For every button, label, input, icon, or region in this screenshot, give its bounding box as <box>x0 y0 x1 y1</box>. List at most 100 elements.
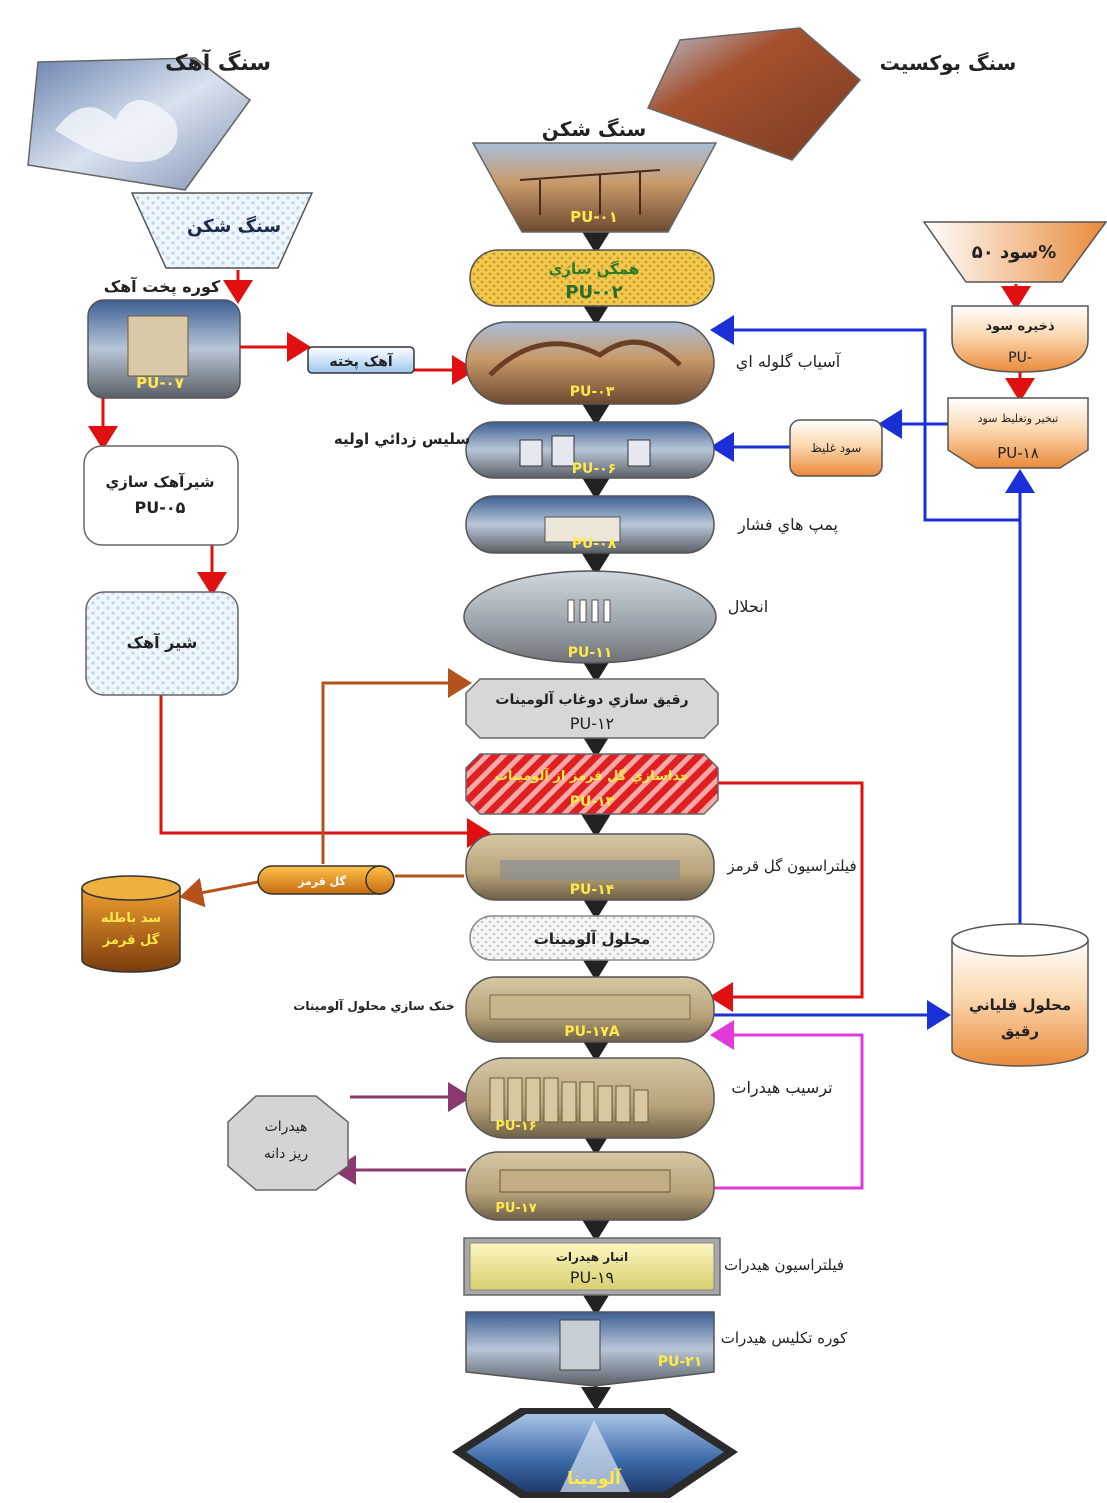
dilute-liquor-top <box>951 923 1089 957</box>
aluminate-solution: محلول آلومينات <box>469 915 715 961</box>
cooling-code: PU-۱۷A <box>564 1024 620 1040</box>
alumina: آلومينا <box>452 1408 738 1498</box>
evaporation-code: PU-۱۸ <box>997 444 1039 462</box>
classifier-building-icon <box>499 1169 671 1193</box>
silos-icon <box>489 1077 649 1123</box>
alumina-label: آلومينا <box>567 1467 622 1489</box>
dilution-label: رقيق سازي دوغاب آلومينات <box>495 690 688 709</box>
homogenization: همگن سازي PU-۰۲ <box>469 249 715 307</box>
settling: جداسازي گل قرمز از آلومينات PU-۱۳ <box>465 753 719 815</box>
slaking-shape <box>83 445 239 546</box>
pressure-pumps: PU-۰۸ پمپ هاي فشار <box>465 495 838 554</box>
pressure-pumps-code: PU-۰۸ <box>572 536 617 552</box>
calcination-code: PU-۲۱ <box>658 1354 703 1370</box>
bauxite-photo <box>646 27 862 161</box>
kiln-structure-icon <box>127 315 189 377</box>
alumina-pile-icon <box>560 1420 630 1492</box>
quicklime: آهک پخته <box>307 346 415 374</box>
ball-mill-photo <box>465 321 715 405</box>
cooling: PU-۱۷A خنک سازي محلول آلومينات <box>293 976 715 1043</box>
pump-building-icon <box>544 516 621 543</box>
bauxite-source: سنگ بوکسیت <box>646 27 1017 161</box>
hydrate-storage-shape <box>469 1242 715 1291</box>
red-mud-pipe: گل قرمز <box>257 865 395 895</box>
arrow-recycle-mill <box>710 315 1020 522</box>
red-mud-dam: سد باطله گل قرمز <box>81 875 181 973</box>
calciner-tower-icon <box>559 1319 601 1371</box>
precipitation-code: PU-۱۶ <box>495 1119 536 1134</box>
slaking-code: PU-۰۵ <box>135 498 186 517</box>
concentrated-soda: سود غليظ <box>789 419 883 477</box>
arrow-pipe-dam <box>179 877 259 908</box>
homogenization-label: همگن سازي <box>549 260 640 279</box>
soda-storage-shape <box>951 305 1089 373</box>
milk-of-lime: شير آهک <box>85 591 239 696</box>
homogenization-shape <box>469 249 715 307</box>
fine-hydrate-shape <box>227 1095 349 1191</box>
ball-mill: PU-۰۳ آسياب گلوله اي <box>465 321 842 405</box>
precipitation-label: ترسيب هيدرات <box>731 1078 832 1098</box>
red-mud-dam-label-1: سد باطله <box>101 911 161 926</box>
dilute-liquor-body <box>951 940 1089 1067</box>
limestone-source: سنگ آهک <box>27 48 271 191</box>
dilute-liquor-label-2: رقيق <box>1001 1022 1039 1040</box>
quicklime-label: آهک پخته <box>329 352 393 370</box>
main-crusher-photo <box>471 142 718 233</box>
main-crusher-code: PU-۰۱ <box>570 208 618 226</box>
red-mud-dam-body <box>81 888 181 973</box>
desilication-code: PU-۰۶ <box>572 461 617 477</box>
arrow-class-cooling <box>710 1020 864 1190</box>
mill-drum-icon <box>488 339 682 377</box>
ball-mill-label: آسياب گلوله اي <box>736 352 842 372</box>
hydrate-filtration-label: فيلتراسيون هيدرات <box>724 1256 844 1274</box>
ball-mill-code: PU-۰۳ <box>570 384 615 400</box>
slaking: شیرآهک سازي PU-۰۵ <box>83 445 239 546</box>
aluminate-solution-shape <box>469 915 715 961</box>
calcination: PU-۲۱ کوره تکليس هيدرات <box>465 1311 848 1387</box>
milk-of-lime-shape <box>85 591 239 696</box>
digester-columns-icon <box>567 599 611 623</box>
soda-storage-label: ذخيره سود <box>985 319 1055 334</box>
aluminate-solution-label: محلول آلومينات <box>534 930 650 948</box>
bauxite-label: سنگ بوکسیت <box>880 51 1017 75</box>
desilication: PU-۰۶ سليس زدائي اوليه <box>334 421 715 479</box>
lime-crusher-label: سنگ شکن <box>187 215 281 237</box>
cooling-building-icon <box>489 994 691 1020</box>
dilute-liquor-label-1: محلول قلياني <box>969 996 1071 1014</box>
precipitation: PU-۱۶ ترسيب هيدرات <box>465 1057 833 1139</box>
soda-feed-shape <box>922 221 1107 283</box>
digestion: PU-۱۱ انحلال <box>463 570 768 664</box>
classification-code: PU-۱۷ <box>495 1201 536 1216</box>
lime-kiln-code: PU-۰۷ <box>136 374 184 392</box>
tanks-icon <box>519 435 651 467</box>
arrow-settling-cooling <box>709 781 864 1012</box>
hydrate-storage-label: انبار هيدرات <box>556 1250 628 1264</box>
dilution-code: PU-۱۲ <box>570 714 614 733</box>
red-mud-filtration: PU-۱۴ فيلتراسيون گل قرمز <box>465 833 857 901</box>
soda-feed: سود ۵۰% <box>922 221 1107 283</box>
hydrate-storage: انبار هيدرات PU-۱۹ فيلتراسيون هيدرات <box>463 1237 844 1296</box>
settling-label: جداسازي گل قرمز از آلومينات <box>495 767 689 784</box>
fine-hydrate-label-1: هيدرات <box>265 1119 308 1135</box>
milk-of-lime-label: شير آهک <box>127 632 198 652</box>
main-crusher-label: سنگ شکن <box>542 117 647 141</box>
filter-building-icon <box>500 860 680 880</box>
soda-feed-label: سود ۵۰% <box>972 242 1057 263</box>
red-mud-dam-label-2: گل قرمز <box>102 932 160 948</box>
limestone-cloud-shape <box>55 100 178 162</box>
dilution-shape <box>465 678 719 739</box>
evaporation-label: تبخير وتغليظ سود <box>978 412 1059 425</box>
cooling-label: خنک سازي محلول آلومينات <box>293 998 454 1014</box>
digestion-photo <box>463 570 717 664</box>
evaporation-shape <box>947 397 1089 469</box>
lime-crusher-shape <box>130 192 314 269</box>
lime-crusher: سنگ شکن <box>130 192 314 269</box>
dilution: رقيق سازي دوغاب آلومينات PU-۱۲ <box>465 678 719 739</box>
soda-storage-code: PU- <box>1008 350 1032 366</box>
settling-shape <box>465 753 719 815</box>
lime-kiln: کوره پخت آهک PU-۰۷ <box>87 276 241 399</box>
quicklime-shape <box>307 346 415 374</box>
classification: PU-۱۷ <box>465 1151 715 1221</box>
red-mud-filtration-code: PU-۱۴ <box>570 882 615 898</box>
